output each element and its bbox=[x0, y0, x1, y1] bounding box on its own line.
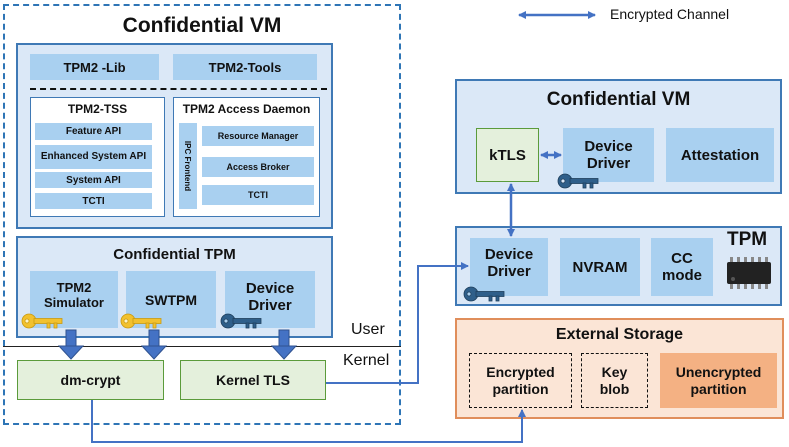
user-kernel-line bbox=[3, 346, 401, 347]
daemon-resource-manager: Resource Manager bbox=[202, 126, 314, 146]
dark-key-icon bbox=[557, 173, 599, 189]
kernel-tls-box: Kernel TLS bbox=[180, 360, 326, 400]
kernel-tls-to-tpm-arrow bbox=[326, 262, 469, 384]
ktls-box: kTLS bbox=[476, 128, 539, 182]
daemon-access-broker: Access Broker bbox=[202, 157, 314, 177]
tpm2-lib-box: TPM2 -Lib bbox=[30, 54, 159, 80]
user-label: User bbox=[351, 321, 385, 338]
gold-key-icon bbox=[21, 313, 63, 329]
tpm-title: TPM bbox=[727, 229, 768, 250]
tpm-device-driver-box: Device Driver bbox=[470, 238, 548, 296]
left-vm-title: Confidential VM bbox=[122, 14, 282, 37]
confidential-tpm-title: Confidential TPM bbox=[113, 245, 236, 263]
daemon-tcti: TCTI bbox=[202, 185, 314, 205]
dark-key-icon bbox=[220, 313, 262, 329]
down-arrow-device-driver bbox=[270, 329, 298, 360]
unencrypted-partition-box: Unencrypted partition bbox=[660, 353, 777, 408]
tss-feature-api: Feature API bbox=[35, 123, 152, 140]
dark-key-icon bbox=[463, 286, 505, 302]
key-blob-box: Key blob bbox=[581, 353, 648, 408]
attestation-box: Attestation bbox=[666, 128, 774, 182]
tpm2-simulator-box: TPM2 Simulator bbox=[30, 271, 118, 328]
dm-crypt-box: dm-crypt bbox=[17, 360, 164, 400]
left-confidential-vm bbox=[3, 4, 401, 425]
ipc-frontend-box bbox=[179, 123, 197, 209]
external-storage-title: External Storage bbox=[555, 326, 684, 343]
kernel-label: Kernel bbox=[343, 352, 390, 369]
encrypted-partition-box: Encrypted partition bbox=[469, 353, 572, 408]
tss-enhanced-system-api: Enhanced System API bbox=[35, 145, 152, 169]
right-vm-device-driver-box: Device Driver bbox=[563, 128, 654, 182]
gold-key-icon bbox=[120, 313, 162, 329]
down-arrow-simulator bbox=[57, 329, 85, 360]
tss-system-api: System API bbox=[35, 172, 152, 188]
right-vm-title: Confidential VM bbox=[546, 89, 691, 110]
nvram-box: NVRAM bbox=[560, 238, 640, 296]
tpm2-tss-title: TPM2-TSS bbox=[67, 102, 128, 116]
cc-mode-box: CC mode bbox=[651, 238, 713, 296]
dm-crypt-to-storage-arrow bbox=[91, 400, 526, 443]
tpm2-tools-box: TPM2-Tools bbox=[173, 54, 317, 80]
tss-tcti: TCTI bbox=[35, 193, 152, 209]
dashed-divider bbox=[30, 88, 327, 90]
access-daemon-title: TPM2 Access Daemon bbox=[182, 102, 311, 116]
chip-icon bbox=[727, 257, 771, 289]
down-arrow-swtpm bbox=[140, 329, 168, 360]
legend-label: Encrypted Channel bbox=[610, 6, 730, 22]
